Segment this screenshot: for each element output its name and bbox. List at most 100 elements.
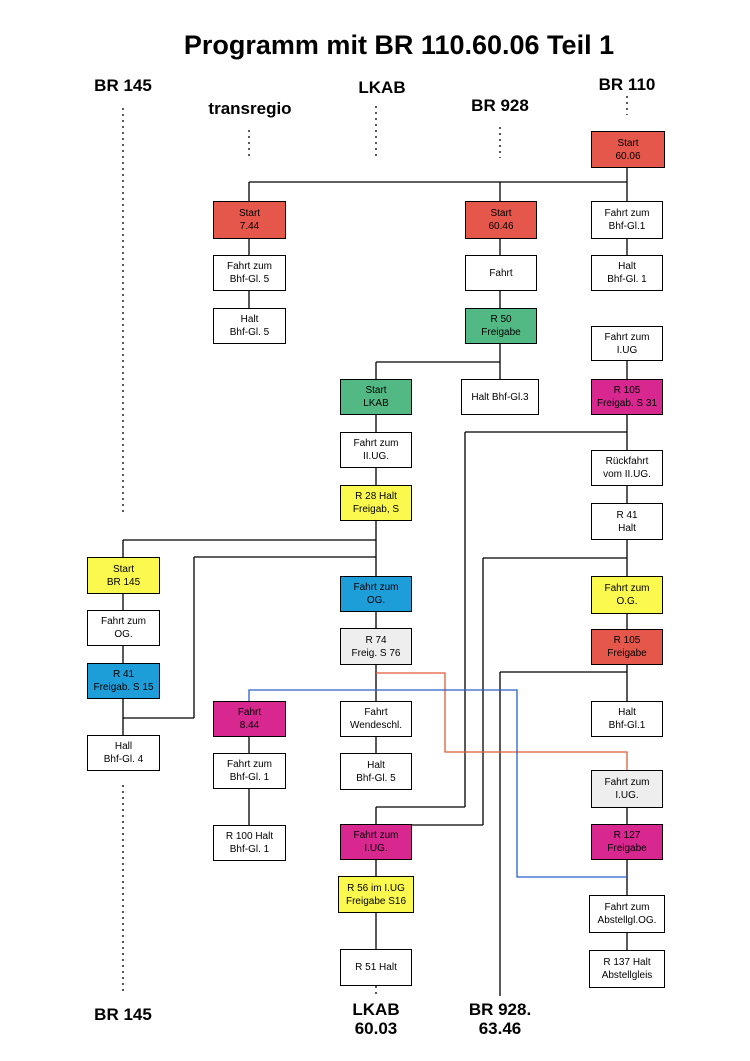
step-fahrt: Fahrt <box>465 255 537 291</box>
step-start-7-44: Start 7.44 <box>213 201 286 239</box>
step-line-1: R 41 <box>616 509 638 521</box>
step-line-2: OG. <box>366 595 386 606</box>
step-halt-bhf-gl3: Halt Bhf-Gl.3 <box>461 379 539 415</box>
step-line-2: Bhf-Gl. 5 <box>229 327 270 338</box>
step-line-2: Freigab, S <box>352 504 400 515</box>
step-line-1: R 105 <box>613 385 641 396</box>
step-line-2: Wendeschl. <box>349 720 403 731</box>
footer-br928: BR 928. 63.46 <box>469 1000 531 1038</box>
step-line-2: Abstellgleis <box>601 970 653 981</box>
step-line-2: Bhf-Gl. 1 <box>229 772 270 783</box>
step-line-2: Freigabe <box>607 843 647 854</box>
step-line-2: Bhf-Gl.1 <box>608 221 646 232</box>
step-line-2: O.G. <box>616 596 638 607</box>
footer-br145: BR 145 <box>94 1005 152 1024</box>
step-line-1: R 100 Halt <box>225 831 274 842</box>
step-line-2: 60.06 <box>615 150 641 162</box>
step-line-2: I.UG. <box>615 790 639 801</box>
step-line-2: Bhf-Gl. 5 <box>356 772 396 784</box>
footer-lkab-line1: LKAB <box>352 1000 400 1019</box>
step-line-1: Start <box>617 137 639 149</box>
step-line-1: Fahrt zum <box>604 331 650 343</box>
step-line-1: Halt <box>618 261 636 272</box>
step-line-1: Fahrt zum <box>353 438 399 449</box>
step-line-2: vom II.UG. <box>603 469 651 480</box>
header-transregio: transregio <box>208 99 292 118</box>
step-line-2: 60.46 <box>488 221 514 232</box>
step-line-2: Freigabe <box>481 327 521 338</box>
page-title: Programm mit BR 110.60.06 Teil 1 <box>183 30 615 60</box>
step-line-1: Halt <box>367 759 385 771</box>
step-line-2: Bhf-Gl. 4 <box>103 754 144 765</box>
step-line-1: Fahrt zum <box>604 902 650 913</box>
step-line-2: Freigabe <box>607 648 647 659</box>
step-line-1: Fahrt zum <box>100 616 146 627</box>
step-r50-freigabe: R 50 Freigabe <box>465 308 537 344</box>
step-line-2: Bhf-Gl. 1 <box>229 844 270 855</box>
step-line-2: Abstellgl.OG. <box>597 915 657 926</box>
footer-br928-line2: 63.46 <box>478 1019 522 1038</box>
step-line-1: Halt <box>240 314 259 325</box>
step-line-1: R 28 Halt <box>355 491 397 502</box>
step-line-2: 7.44 <box>239 221 260 232</box>
step-line-1: R 74 <box>365 634 387 646</box>
step-line-1: Fahrt <box>489 267 513 279</box>
step-line-2: Bhf-Gl. 1 <box>607 274 647 285</box>
step-line-2: Halt <box>618 522 636 534</box>
step-line-1: Fahrt zum <box>226 261 272 272</box>
footer-lkab: LKAB 60.03 <box>352 1000 399 1038</box>
step-line-2: I.UG. <box>364 843 388 854</box>
step-line-1: Start <box>365 385 387 396</box>
footer-br928-line1: BR 928. <box>468 1000 532 1019</box>
header-lkab: LKAB <box>358 78 406 97</box>
step-line-2: OG. <box>114 629 133 640</box>
step-line-2: II.UG. <box>362 451 390 462</box>
step-line-2: Bhf-Gl. 5 <box>229 274 270 285</box>
step-line-1: Fahrt zum <box>226 759 272 770</box>
step-line-1: Rückfahrt <box>605 456 649 467</box>
step-line-1: Fahrt zum <box>604 583 650 594</box>
step-line-2: Bhf-Gl.1 <box>608 720 646 731</box>
step-line-1: R 127 <box>613 830 641 841</box>
step-line-1: Hall <box>114 741 133 752</box>
step-line-1: Fahrt zum <box>604 777 650 788</box>
step-line-1: Fahrt zum <box>604 208 650 219</box>
step-line-1: Fahrt <box>364 707 388 718</box>
step-line-1: R 50 <box>490 314 512 325</box>
step-line-1: R 105 <box>613 635 641 646</box>
step-line-2: Freigab. S 15 <box>93 682 154 693</box>
step-line-1: Halt <box>618 707 636 718</box>
step-r51-halt: R 51 Halt <box>340 949 412 986</box>
step-line-2: BR 145 <box>106 576 141 588</box>
step-line-1: Fahrt zum <box>353 582 399 593</box>
step-line-1: Start <box>238 208 261 219</box>
step-line-2: Freig. S 76 <box>351 647 401 659</box>
step-line-2: 8.44 <box>239 720 260 731</box>
